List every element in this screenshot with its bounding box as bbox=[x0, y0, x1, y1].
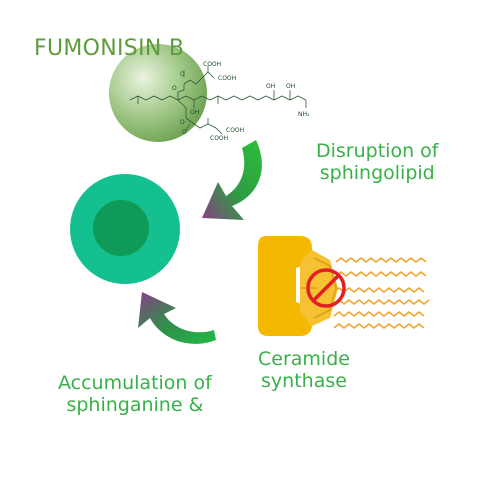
o-label-3: O bbox=[180, 119, 185, 126]
lipid-chains-icon bbox=[333, 257, 430, 329]
oh-label-1: OH bbox=[266, 83, 275, 90]
o-label-2: O bbox=[172, 85, 177, 92]
accumulation-line-1: Accumulation of bbox=[58, 372, 212, 394]
nh2-label: NH₂ bbox=[298, 111, 310, 118]
accumulation-line-2: sphinganine & bbox=[66, 394, 204, 416]
molecule-highlight-blob bbox=[109, 44, 207, 142]
page-title: FUMONISIN B bbox=[34, 36, 185, 61]
enzyme-line-1: Ceramide bbox=[258, 348, 350, 370]
cell-nucleus-icon bbox=[93, 200, 149, 256]
disruption-label: Disruption of sphingolipid bbox=[316, 140, 438, 184]
prohibited-icon bbox=[306, 268, 346, 308]
enzyme-line-2: synthase bbox=[261, 370, 347, 392]
fumonisin-structure bbox=[129, 66, 307, 135]
cooh-label-2: COOH bbox=[218, 75, 236, 82]
cooh-label-1: COOH bbox=[203, 61, 221, 68]
inhibition-arrow-icon bbox=[202, 140, 262, 220]
cooh-label-4: COOH bbox=[210, 135, 228, 142]
cooh-label-3: COOH bbox=[226, 127, 244, 134]
accumulation-arrow-icon bbox=[138, 292, 216, 344]
disruption-line-1: Disruption of bbox=[316, 140, 439, 162]
enzyme-label: Ceramide synthase bbox=[258, 348, 350, 392]
oh-label-3: OH bbox=[190, 109, 199, 116]
fumonisin-atom-labels: COOH COOH COOH COOH OH OH OH NH₂ O O O O bbox=[172, 61, 310, 142]
accumulation-label: Accumulation of sphinganine & bbox=[58, 372, 212, 416]
o-label-4: O bbox=[182, 129, 187, 136]
disruption-line-2: sphingolipid bbox=[319, 162, 435, 184]
o-label-1: O bbox=[180, 71, 185, 78]
oh-label-2: OH bbox=[286, 83, 295, 90]
